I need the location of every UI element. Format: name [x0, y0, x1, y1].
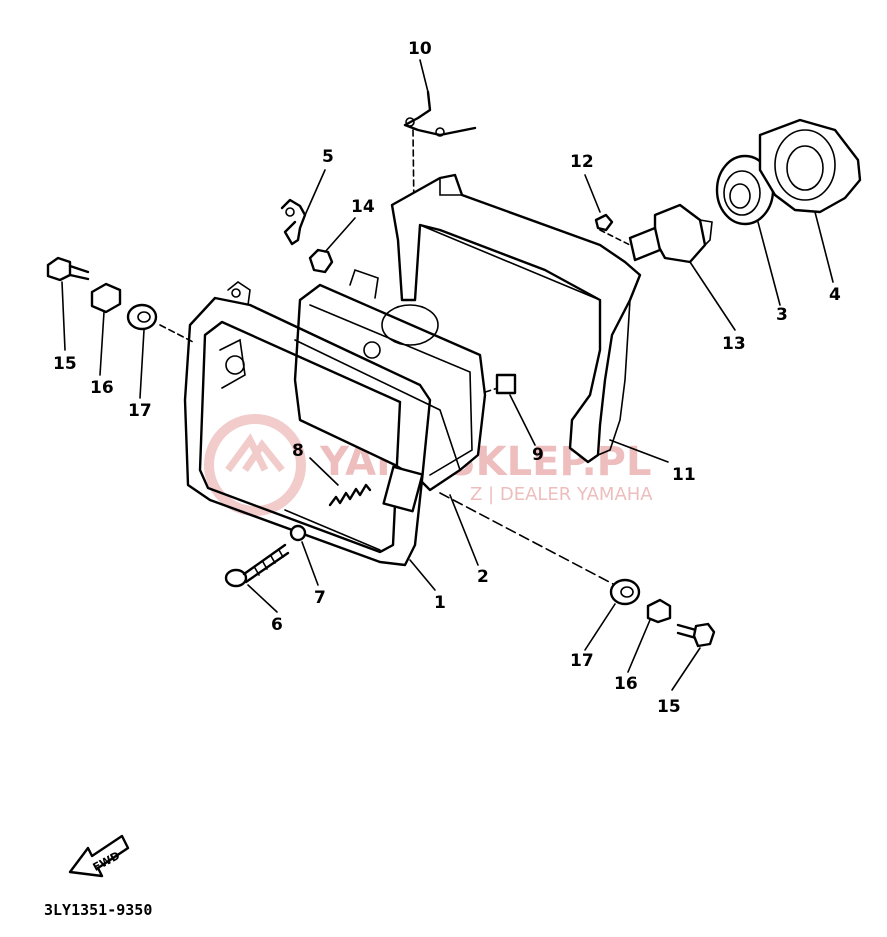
part-9-clip — [495, 373, 517, 395]
fwd-arrow: FWD — [68, 834, 130, 878]
part-12-screw — [594, 213, 614, 232]
callout-10: 10 — [408, 39, 432, 59]
callout-11: 11 — [672, 465, 696, 485]
callout-pointers — [61, 59, 834, 691]
callout-14: 14 — [351, 197, 375, 217]
part-16-collar-left — [90, 282, 122, 314]
part-1-headlight-rim — [183, 281, 432, 567]
callout-13: 13 — [722, 334, 746, 354]
part-17-grommet-left — [126, 303, 158, 331]
callout-12: 12 — [570, 152, 594, 172]
part-7-washer — [289, 524, 307, 542]
callout-15-left: 15 — [53, 354, 77, 374]
part-5-clip — [280, 198, 307, 246]
left-hardware — [46, 256, 158, 331]
part-13-bulb — [628, 203, 713, 264]
diagram-code: 3LY1351-9350 — [44, 901, 152, 919]
part-4-rubber-cap — [758, 118, 862, 214]
callout-6: 6 — [271, 615, 283, 635]
watermark-subtitle: Z | DEALER YAMAHA — [470, 484, 653, 505]
callout-4: 4 — [829, 285, 841, 305]
callout-8: 8 — [292, 441, 304, 461]
fwd-arrow-icon — [68, 834, 130, 878]
part-15-bolt-left — [46, 256, 72, 282]
part-6-screw — [224, 543, 290, 588]
callout-1: 1 — [434, 593, 446, 613]
part-15-bolt-right — [676, 623, 698, 640]
callout-17-left: 17 — [128, 401, 152, 421]
part-2-headlight-unit — [293, 268, 487, 492]
callout-3: 3 — [776, 305, 788, 325]
part-10-clip — [403, 90, 477, 137]
callout-9: 9 — [532, 445, 544, 465]
watermark-logo — [204, 414, 306, 516]
callout-17-right: 17 — [570, 651, 594, 671]
part-17-grommet-right — [609, 578, 641, 606]
callout-7: 7 — [314, 588, 326, 608]
part-11-headlight-case — [390, 173, 642, 464]
callout-5: 5 — [322, 147, 334, 167]
callout-labels: 10 5 14 12 15 16 17 13 3 4 8 9 11 2 1 6 … — [53, 39, 841, 717]
part-14-nut — [308, 248, 334, 274]
right-hardware — [609, 578, 716, 648]
callout-16-right: 16 — [614, 674, 638, 694]
callout-2: 2 — [477, 567, 489, 587]
part-16-collar-right — [646, 598, 672, 624]
callout-15-right: 15 — [657, 697, 681, 717]
part-8-spring — [328, 483, 372, 507]
callout-16-left: 16 — [90, 378, 114, 398]
watermark-logo-fork — [225, 433, 285, 473]
